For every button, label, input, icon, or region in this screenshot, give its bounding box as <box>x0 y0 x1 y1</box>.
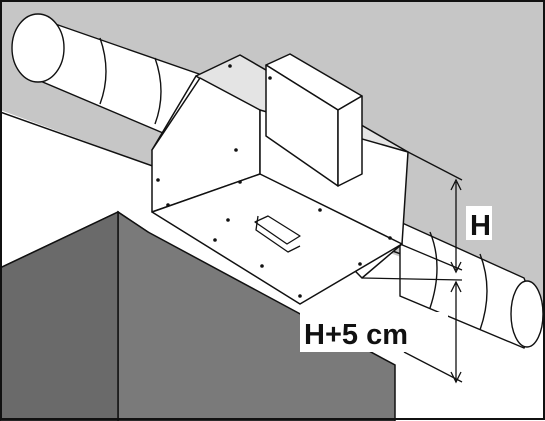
unit-bottom-face <box>151 173 403 305</box>
right-duct <box>399 220 544 349</box>
clearance-label-box <box>300 312 448 352</box>
dimension-h <box>399 151 463 274</box>
cabinet <box>0 210 396 421</box>
screw-dots <box>156 64 392 298</box>
handle-icon <box>254 215 301 253</box>
height-label-box <box>466 206 492 240</box>
dimension-clearance <box>361 277 463 384</box>
clearance-label: H+5 cm <box>304 319 408 351</box>
ventilation-unit <box>151 53 409 305</box>
height-label: H <box>470 210 491 242</box>
cabinet-side <box>0 210 119 421</box>
